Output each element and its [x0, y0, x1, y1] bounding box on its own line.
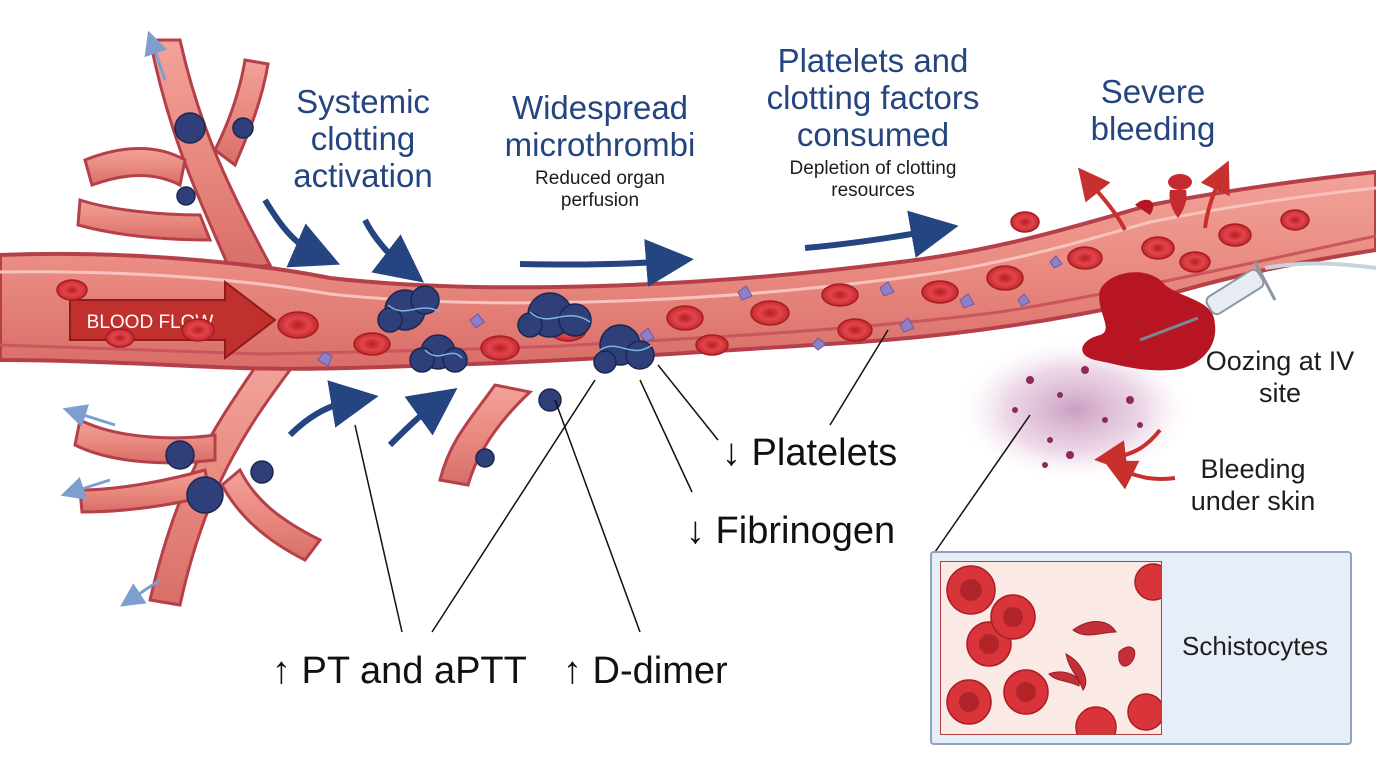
- schistocytes-inset: Schistocytes: [930, 551, 1352, 745]
- lab-d-dimer: ↑ D-dimer: [563, 650, 728, 692]
- schistocytes-drawing: [946, 563, 1161, 734]
- stage-microthrombi-note: Reduced organ perfusion: [535, 167, 665, 212]
- stage-consumption-title: Platelets and clotting factors consumed: [766, 42, 980, 153]
- leader-lines: [354, 329, 1031, 633]
- petechiae: [1012, 366, 1143, 468]
- schistocytes-label: Schistocytes: [1182, 631, 1328, 661]
- stage-activation: Systemic clotting activation: [268, 83, 458, 195]
- bleeding-site: [1082, 174, 1216, 371]
- stage-bleeding: Severe bleeding: [1078, 73, 1228, 148]
- stage-activation-title: Systemic clotting activation: [293, 83, 433, 194]
- lab-platelets: ↓ Platelets: [722, 432, 898, 474]
- fibrin-strands: [387, 304, 653, 359]
- platelets: [317, 255, 1063, 367]
- perfusion-arrows: [60, 30, 168, 607]
- iv-catheter: [1139, 261, 1376, 342]
- lab-pt-aptt: ↑ PT and aPTT: [272, 650, 527, 692]
- stage-bleeding-title: Severe bleeding: [1090, 73, 1216, 147]
- sign-iv-site: Oozing at IV site: [1205, 346, 1355, 409]
- stage-microthrombi-title: Widespread microthrombi: [504, 89, 696, 163]
- stage-consumption-note: Depletion of clotting resources: [789, 157, 957, 202]
- stage-arrows: [262, 198, 959, 448]
- microthrombi: [165, 112, 655, 514]
- bruise-area: [960, 340, 1190, 480]
- stage-microthrombi: Widespread microthrombi Reduced organ pe…: [490, 89, 710, 213]
- lab-fibrinogen: ↓ Fibrinogen: [686, 510, 896, 552]
- sign-skin: Bleeding under skin: [1190, 454, 1316, 517]
- schistocytes-image: [940, 561, 1162, 735]
- bleeding-arrows: [1078, 160, 1230, 490]
- stage-consumption: Platelets and clotting factors consumed …: [738, 42, 1008, 203]
